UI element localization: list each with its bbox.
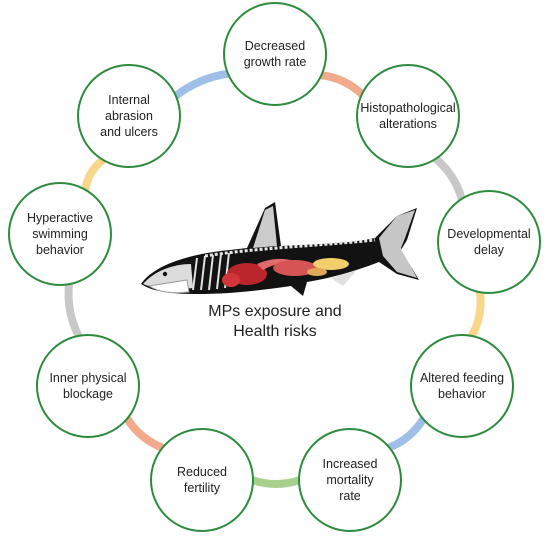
node-label: Reduced fertility: [176, 465, 228, 495]
connector-arc: [64, 279, 83, 341]
shark-liver-lobe: [222, 273, 240, 287]
connector-arc: [171, 69, 233, 101]
node-developmental-delay: Developmental delay: [437, 190, 541, 294]
shark-tail-fin: [379, 210, 417, 278]
shark-dorsal-fin: [253, 206, 277, 248]
shark-jaw: [147, 279, 190, 294]
center-title-line1: MPs exposure and: [208, 303, 342, 320]
node-reduced-fertility: Reduced fertility: [150, 428, 254, 532]
node-label: Increased mortality rate: [322, 457, 378, 503]
connector-arc: [248, 476, 304, 488]
center-title-line2: Health risks: [233, 323, 317, 340]
node-label: Hyperactive swimming behavior: [27, 211, 93, 257]
connector-arc: [122, 413, 168, 453]
node-internal-abrasion-and-ulcers: Internal abrasion and ulcers: [77, 64, 181, 168]
node-hyperactive-swimming-behavior: Hyperactive swimming behavior: [8, 182, 112, 286]
node-label: Inner physical blockage: [49, 371, 127, 401]
node-increased-mortality-rate: Increased mortality rate: [298, 428, 402, 532]
node-label: Internal abrasion and ulcers: [100, 93, 158, 139]
node-label: Histopathological alterations: [360, 101, 456, 131]
node-label: Decreased growth rate: [243, 39, 307, 69]
connector-arc: [384, 414, 428, 452]
connector-arc: [431, 154, 466, 204]
shark-anatomy-icon: [141, 202, 419, 296]
node-decreased-growth-rate: Decreased growth rate: [223, 2, 327, 106]
node-label: Altered feeding behavior: [419, 371, 505, 401]
node-histopathological-alterations: Histopathological alterations: [356, 64, 460, 168]
shark-eye: [162, 271, 168, 277]
shark-stomach: [273, 260, 317, 276]
center-title: MPs exposure and Health risks: [175, 302, 375, 342]
connector-arc: [81, 155, 108, 195]
connector-arc: [467, 287, 485, 341]
connector-arc: [316, 71, 367, 99]
shark-pancreas: [307, 268, 327, 276]
shark-gonad: [313, 258, 349, 270]
shark-pelvic-fin: [331, 270, 357, 286]
node-label: Developmental delay: [447, 227, 531, 257]
shark-spine: [204, 238, 376, 258]
node-altered-feeding-behavior: Altered feeding behavior: [410, 334, 514, 438]
node-inner-physical-blockage: Inner physical blockage: [36, 334, 140, 438]
